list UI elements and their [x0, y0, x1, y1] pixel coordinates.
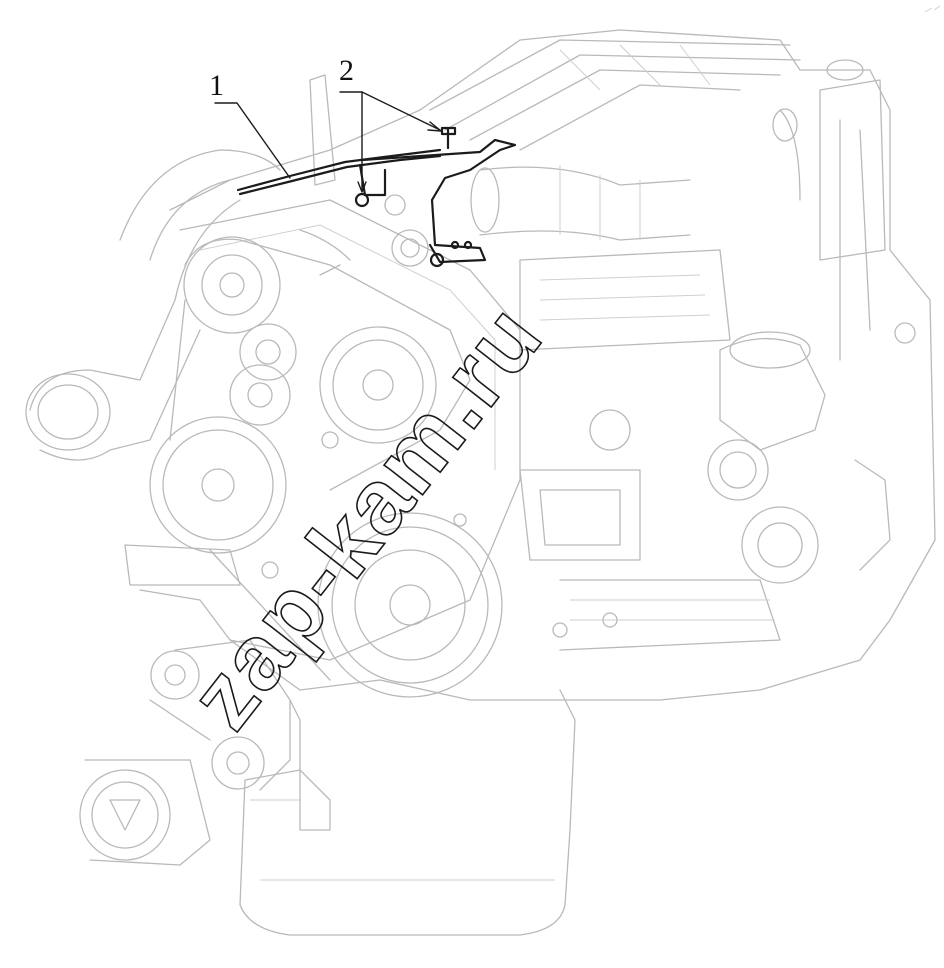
leader-1	[214, 102, 291, 179]
corner-mark	[924, 5, 941, 13]
callout-1: 1	[209, 69, 224, 102]
callout-2: 2	[339, 54, 354, 87]
arrow-2-a	[357, 181, 367, 193]
highlighted-parts	[236, 126, 517, 268]
part-1-pipe	[236, 148, 442, 192]
part-1-pipe-lower-edge	[238, 154, 442, 196]
arrow-2-b	[427, 121, 442, 132]
part-2-hole-a	[450, 240, 460, 250]
engine-outline	[25, 29, 936, 936]
leader-lines	[214, 91, 442, 193]
part-2-nut-a	[354, 192, 370, 208]
part-2-bolt	[440, 126, 457, 150]
leader-2-b	[361, 91, 441, 131]
part-2-bracket	[358, 138, 517, 264]
part-2-hole-b	[463, 240, 473, 250]
watermark-text: zap-kam.ru	[170, 286, 562, 747]
part-2-nut-b	[429, 252, 445, 268]
